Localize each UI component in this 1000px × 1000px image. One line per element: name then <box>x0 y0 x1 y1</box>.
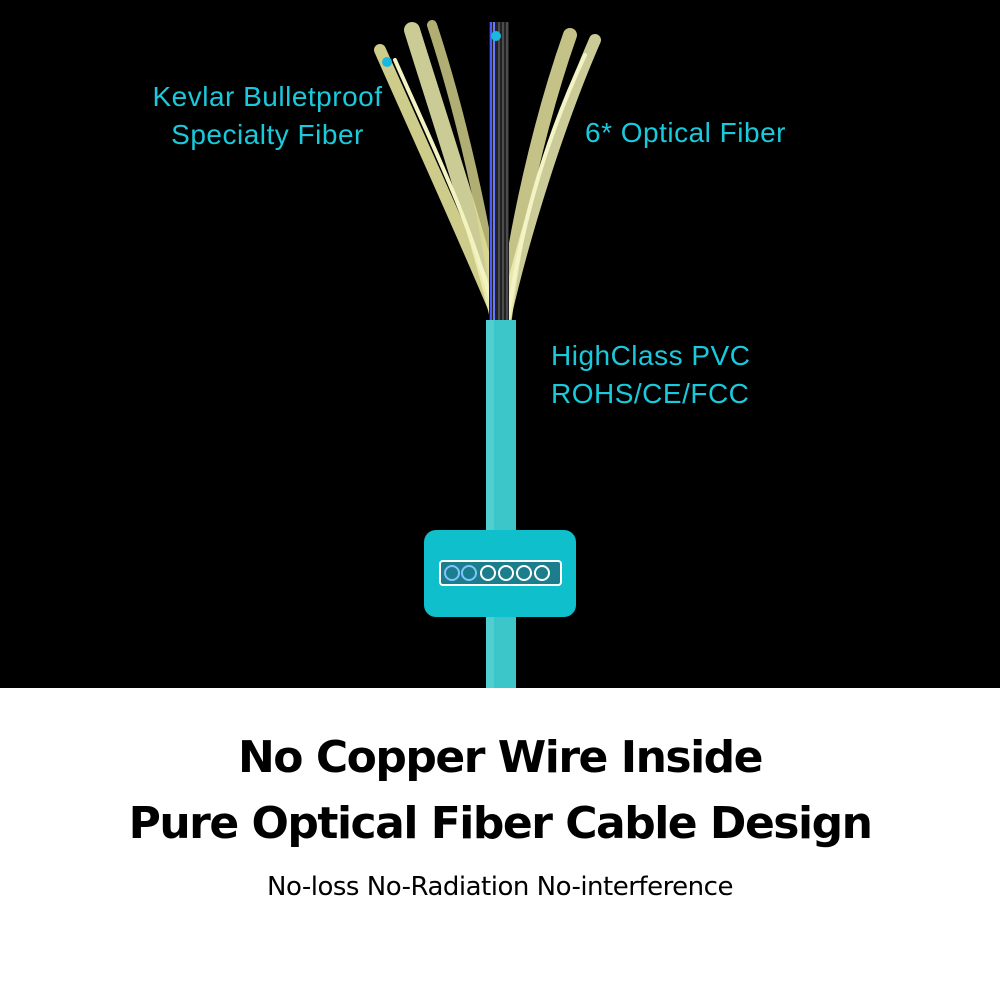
kevlar-label-line1: Kevlar Bulletproof <box>152 81 383 112</box>
headline-line2: Pure Optical Fiber Cable Design <box>128 798 873 849</box>
kevlar-strands <box>374 20 601 326</box>
pvc-label-line2: ROHS/CE/FCC <box>551 378 750 409</box>
pvc-label-line1: HighClass PVC <box>551 340 751 371</box>
kevlar-marker-dot <box>382 57 392 67</box>
fiber-marker-dot <box>491 31 501 41</box>
pvc-label: HighClass PVC ROHS/CE/FCC <box>551 337 750 413</box>
optical-fiber-label: 6* Optical Fiber <box>585 117 786 148</box>
fiber-cable-illustration <box>374 20 601 688</box>
cross-section-badge <box>424 530 576 617</box>
kevlar-label: Kevlar Bulletproof Specialty Fiber <box>135 78 400 154</box>
optical-fibers <box>489 22 509 320</box>
headline-line1: No Copper Wire Inside <box>237 732 764 783</box>
kevlar-label-line2: Specialty Fiber <box>171 119 364 150</box>
feature-subline: No-loss No-Radiation No-interference <box>267 872 733 902</box>
